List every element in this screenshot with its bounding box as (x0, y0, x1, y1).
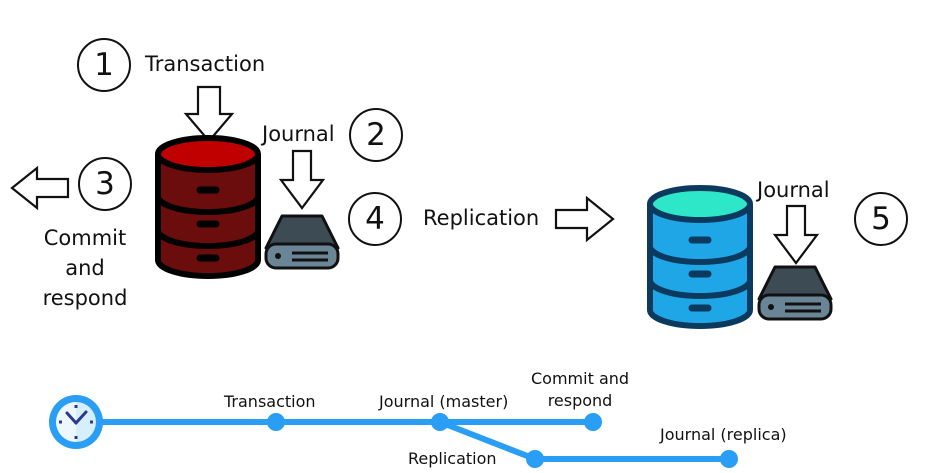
commit-respond-label: Commit and respond (42, 223, 128, 313)
step-1-badge: 1 (77, 38, 131, 92)
timeline-commit-line-2: respond (547, 391, 613, 410)
commit-respond-arrow-icon (10, 165, 70, 211)
master-journal-drive-icon (264, 214, 340, 270)
step-5-badge: 5 (854, 192, 908, 246)
timeline-node-commit-respond (584, 413, 602, 431)
master-database-icon (155, 135, 261, 279)
replica-journal-arrow-icon (772, 204, 820, 265)
commit-respond-line-1: Commit (43, 226, 127, 250)
replication-arrow-icon (554, 195, 615, 243)
step-5-number: 5 (871, 201, 891, 237)
transaction-label: Transaction (145, 52, 266, 76)
step-2-number: 2 (366, 117, 386, 153)
timeline-branch-line (437, 419, 538, 462)
replica-journal-drive-icon (757, 265, 833, 321)
step-1-number: 1 (94, 47, 114, 83)
commit-respond-line-3: respond (42, 286, 128, 310)
step-3-number: 3 (95, 166, 115, 202)
replication-label: Replication (423, 206, 540, 230)
step-2-badge: 2 (349, 108, 403, 162)
timeline-node-journal-replica (720, 450, 738, 468)
timeline-label-commit-respond: Commit and respond (531, 368, 629, 412)
step-4-number: 4 (365, 201, 385, 237)
timeline-label-replication: Replication (408, 449, 497, 468)
timeline-label-journal-master: Journal (master) (379, 392, 509, 411)
timeline-node-journal-master (431, 413, 449, 431)
timeline-node-replication (526, 450, 544, 468)
timeline-node-transaction (267, 413, 285, 431)
commit-respond-line-2: and (65, 256, 105, 280)
timeline-commit-line-1: Commit and (531, 369, 630, 388)
replica-database-icon (647, 185, 753, 329)
journal-arrow-icon (278, 149, 326, 210)
step-4-badge: 4 (348, 192, 402, 246)
transaction-arrow-icon (183, 85, 235, 143)
timeline-label-transaction: Transaction (224, 392, 316, 411)
replica-journal-label: Journal (757, 178, 830, 202)
clock-icon (49, 395, 103, 449)
master-journal-label: Journal (262, 122, 335, 146)
timeline-label-journal-replica: Journal (replica) (660, 425, 787, 444)
step-3-badge: 3 (78, 157, 132, 211)
